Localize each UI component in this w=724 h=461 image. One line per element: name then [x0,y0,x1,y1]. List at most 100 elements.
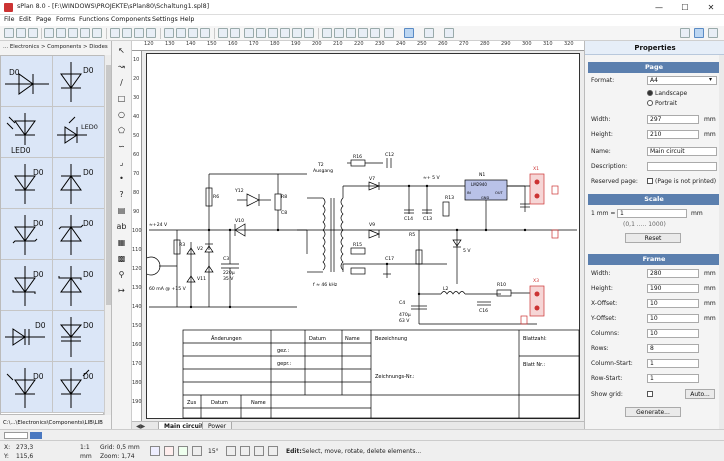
minimize-button[interactable]: — [655,3,663,12]
library-bookmark-icon[interactable] [30,432,42,439]
menu-edit[interactable]: Edit [19,16,32,23]
layer-2-icon[interactable] [256,28,266,38]
columns-input[interactable]: 10 [647,329,699,338]
portrait-radio[interactable] [647,100,653,106]
description-input[interactable] [647,162,717,171]
menu-file[interactable]: File [4,16,15,23]
to-front-icon[interactable] [134,28,144,38]
menu-help[interactable]: Help [180,16,195,23]
copy-icon[interactable] [68,28,78,38]
reserved-checkbox[interactable] [647,178,653,184]
polygon-icon[interactable]: ⬠ [118,126,125,135]
mirror-v-icon[interactable] [176,28,186,38]
menu-forms[interactable]: Forms [56,16,76,23]
cut-icon[interactable] [56,28,66,38]
diode-component[interactable]: D0 [1,56,53,107]
varicap-component[interactable]: D0 [1,311,53,362]
library-toggle-icon[interactable] [708,28,718,38]
grid-readout[interactable]: Grid: 0,5 mm [100,444,140,451]
save-icon[interactable] [28,28,38,38]
menu-settings[interactable]: Settings [152,16,178,23]
led-component[interactable]: LED0 [1,107,53,158]
zener-component[interactable]: D0 [1,209,53,260]
layer-6-icon[interactable] [304,28,314,38]
zener-component[interactable]: D0 [53,209,105,260]
text-icon[interactable]: ? [119,190,124,199]
schottky-component[interactable]: D0 [53,260,105,311]
label-icon[interactable]: ab [116,222,127,231]
binoculars-icon[interactable] [680,28,690,38]
rotate-icon[interactable] [188,28,198,38]
tab-scroll-icon[interactable]: ◀▶ [136,423,146,430]
line-icon[interactable]: ∕ [120,78,123,87]
measure-icon[interactable]: ↦ [118,286,125,295]
page-name-input[interactable]: Main circuit [647,147,717,156]
diode-component[interactable]: D0 [1,158,53,209]
section-frame[interactable]: Frame [588,254,720,265]
format-select[interactable]: A4 [647,76,717,85]
y-offset-input[interactable]: 10 [647,314,699,323]
zoom-fit-icon[interactable] [370,28,380,38]
generate-button[interactable]: Generate... [625,407,681,417]
close-button[interactable]: ✕ [707,3,715,12]
angle-icon[interactable] [192,446,202,456]
page-width-input[interactable]: 297 [647,115,699,124]
image-icon[interactable]: ▩ [117,254,126,263]
led-component[interactable]: LED0 [53,107,105,158]
diode-component[interactable]: D0 [53,158,105,209]
photodiode-component[interactable]: D0 [53,362,105,413]
group-icon[interactable] [110,28,120,38]
rectangle-icon[interactable]: □ [117,94,126,103]
select-mode-icon[interactable] [404,28,414,38]
circle-icon[interactable]: ○ [118,110,125,119]
open-icon[interactable] [16,28,26,38]
frame-width-input[interactable]: 280 [647,269,699,278]
zoom-readout[interactable]: Zoom: 1,74 [100,453,135,460]
rotate-left-icon[interactable] [226,446,236,456]
flip-icon[interactable] [254,446,264,456]
pointer-icon[interactable]: ↖ [118,46,125,55]
maximize-button[interactable]: ☐ [681,3,689,12]
auto-button[interactable]: Auto... [685,389,715,399]
menu-components[interactable]: Components [111,16,151,23]
mirror-h-icon[interactable] [164,28,174,38]
zoom-in-icon[interactable] [358,28,368,38]
chevron-down-icon[interactable]: ▾ [709,76,713,83]
align-icon[interactable] [200,28,210,38]
edit-points-icon[interactable]: ↝ [118,62,125,71]
zoom-out-icon[interactable] [346,28,356,38]
grid-icon[interactable] [334,28,344,38]
magnet-icon[interactable] [164,446,174,456]
properties-scrollbar[interactable] [719,55,724,429]
to-back-icon[interactable] [146,28,156,38]
rows-input[interactable]: 8 [647,344,699,353]
bezier-icon[interactable]: ∽ [118,142,125,151]
varicap-component[interactable]: D0 [53,311,105,362]
screen-icon[interactable] [424,28,434,38]
junction-icon[interactable]: • [119,174,124,183]
column-start-input[interactable]: 1 [647,359,699,368]
ungroup-icon[interactable] [122,28,132,38]
layer-3-icon[interactable] [268,28,278,38]
schematic-sheet[interactable]: T2 Ausgang R16 C12 V7 ≈+ 5 V C14 C13 R13… [146,53,580,419]
x-offset-input[interactable]: 10 [647,299,699,308]
show-grid-checkbox[interactable] [647,391,653,397]
library-path[interactable]: ... Electronics > Components > Diodes [3,44,108,50]
library-nav-icon[interactable] [4,432,28,439]
diode-component[interactable]: D0 [53,56,105,107]
layer-icon[interactable] [244,28,254,38]
wire-icon[interactable]: ⌟ [119,158,124,167]
ortho-icon[interactable] [178,446,188,456]
landscape-radio[interactable] [647,90,653,96]
settings-icon[interactable] [444,28,454,38]
reset-button[interactable]: Reset [625,233,681,243]
layer-4-icon[interactable] [280,28,290,38]
magnifier-icon[interactable] [384,28,394,38]
menu-functions[interactable]: Functions [79,16,110,23]
rotate-right-icon[interactable] [240,446,250,456]
row-start-input[interactable]: 1 [647,374,699,383]
table-icon[interactable]: ▦ [117,238,126,247]
photodiode-component[interactable]: D0 [1,362,53,413]
new-icon[interactable] [4,28,14,38]
redo-icon[interactable] [230,28,240,38]
